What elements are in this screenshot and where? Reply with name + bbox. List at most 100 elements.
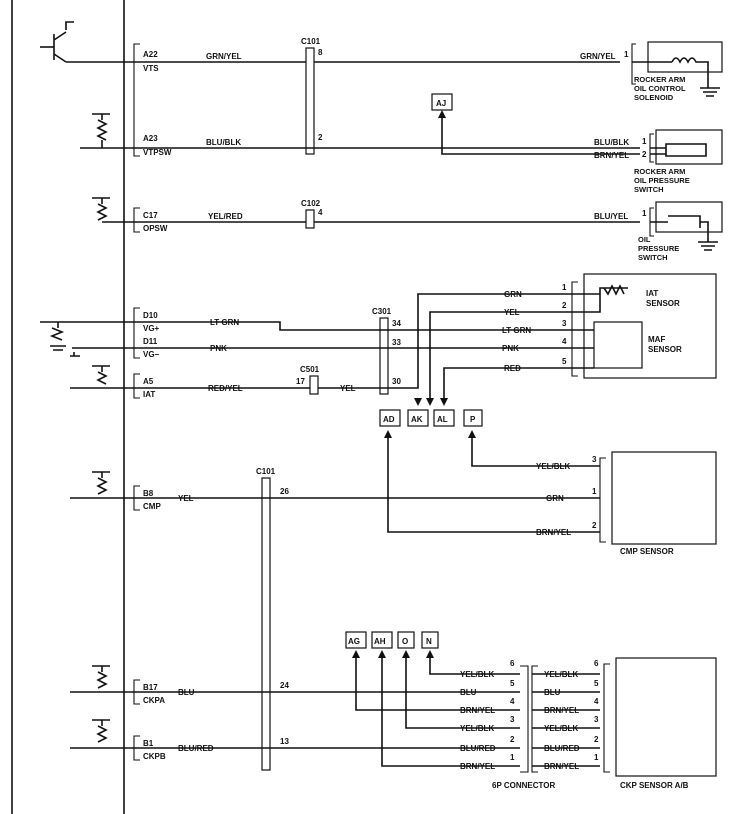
c501-connector	[309, 375, 319, 395]
svg-text:C501: C501	[300, 365, 320, 374]
svg-text:2: 2	[510, 735, 515, 744]
cmp-sensor	[611, 451, 717, 545]
ref-p	[463, 409, 483, 427]
pin-a5: A5	[143, 377, 154, 386]
svg-text:IAT: IAT	[646, 289, 658, 298]
pin-c17-name: OPSW	[143, 224, 168, 233]
ckp-circuit: BLU BLU/RED AG AH O N YEL/BLK BLU BRN/YE…	[140, 631, 717, 790]
pin-b8-name: CMP	[143, 502, 161, 511]
pin-b17: B17	[143, 683, 158, 692]
svg-text:BRN/YEL: BRN/YEL	[460, 762, 495, 771]
c101-bottom-connector	[261, 477, 271, 771]
svg-text:5: 5	[562, 357, 567, 366]
cmp-circuit: C101 26 24 13 YEL GRN BRN/YEL YEL/BLK 3 …	[140, 430, 717, 771]
pin-b8: B8	[143, 489, 154, 498]
svg-text:C101: C101	[256, 467, 276, 476]
svg-text:30: 30	[392, 377, 401, 386]
c101-top-label: C101	[301, 37, 321, 46]
svg-text:1: 1	[592, 487, 597, 496]
svg-text:ROCKER ARM: ROCKER ARM	[634, 75, 685, 84]
svg-text:2: 2	[594, 735, 599, 744]
ref-ag	[345, 631, 367, 649]
svg-text:OIL CONTROL: OIL CONTROL	[634, 84, 686, 93]
svg-text:CKP SENSOR A/B: CKP SENSOR A/B	[620, 781, 689, 790]
svg-text:2: 2	[318, 133, 323, 142]
svg-text:1: 1	[510, 753, 515, 762]
svg-text:SOLENOID: SOLENOID	[634, 93, 674, 102]
svg-text:GRN/YEL: GRN/YEL	[580, 52, 616, 61]
svg-text:YEL/BLK: YEL/BLK	[460, 724, 494, 733]
svg-text:AH: AH	[374, 637, 386, 646]
ref-ad	[379, 409, 401, 427]
rocker-arm-oil-pressure-switch	[655, 129, 723, 165]
svg-text:6: 6	[510, 659, 515, 668]
svg-text:BLU/RED: BLU/RED	[178, 744, 214, 753]
svg-text:RED/YEL: RED/YEL	[208, 384, 243, 393]
svg-text:4: 4	[562, 337, 567, 346]
pin-a22-name: VTS	[143, 64, 159, 73]
svg-text:BLU: BLU	[544, 688, 561, 697]
svg-text:33: 33	[392, 338, 401, 347]
pin-a23: A23	[143, 134, 158, 143]
ref-aj	[431, 93, 453, 111]
svg-text:RED: RED	[504, 364, 521, 373]
svg-text:AK: AK	[411, 415, 423, 424]
svg-text:MAF: MAF	[648, 335, 665, 344]
ref-ah	[371, 631, 393, 649]
svg-text:BLU/RED: BLU/RED	[544, 744, 580, 753]
svg-text:YEL: YEL	[178, 494, 194, 503]
svg-text:YEL/BLK: YEL/BLK	[536, 462, 570, 471]
svg-text:PNK: PNK	[502, 344, 519, 353]
svg-text:C102: C102	[301, 199, 321, 208]
svg-text:BLU: BLU	[178, 688, 195, 697]
svg-text:34: 34	[392, 319, 401, 328]
maf-sensor-element	[593, 321, 643, 369]
svg-text:BLU: BLU	[460, 688, 477, 697]
c301-connector	[379, 317, 389, 395]
pin-a22: A22	[143, 50, 158, 59]
ref-o	[397, 631, 415, 649]
pin-d10: D10	[143, 311, 158, 320]
ckp-sensor	[615, 657, 717, 777]
ecm-housing	[11, 0, 125, 814]
svg-text:BRN/YEL: BRN/YEL	[594, 151, 629, 160]
svg-text:1: 1	[642, 209, 647, 218]
pin-d11: D11	[143, 337, 158, 346]
svg-text:BRN/YEL: BRN/YEL	[544, 706, 579, 715]
svg-text:2: 2	[562, 301, 567, 310]
svg-text:GRN: GRN	[546, 494, 564, 503]
ecm-internal-circuits	[40, 21, 140, 749]
svg-text:C301: C301	[372, 307, 392, 316]
pin-b1-name: CKPB	[143, 752, 166, 761]
svg-text:24: 24	[280, 681, 289, 690]
pin-b1: B1	[143, 739, 154, 748]
svg-text:5: 5	[594, 679, 599, 688]
svg-text:BLU/YEL: BLU/YEL	[594, 212, 628, 221]
svg-text:2: 2	[592, 521, 597, 530]
c101-top-connector	[305, 47, 315, 155]
svg-text:N: N	[426, 637, 432, 646]
pin-d11-name: VG−	[143, 350, 160, 359]
svg-text:1: 1	[562, 283, 567, 292]
svg-text:LT GRN: LT GRN	[210, 318, 239, 327]
ecm-connector-brackets	[133, 43, 140, 761]
svg-text:PRESSURE: PRESSURE	[638, 244, 679, 253]
svg-text:3: 3	[594, 715, 599, 724]
svg-text:1: 1	[624, 50, 629, 59]
svg-text:YEL/BLK: YEL/BLK	[460, 670, 494, 679]
svg-text:3: 3	[562, 319, 567, 328]
svg-text:YEL/BLK: YEL/BLK	[544, 670, 578, 679]
svg-text:26: 26	[280, 487, 289, 496]
maf-iat-circuit: C301 34 33 30 LT GRN LT GRN PNK PNK C501…	[140, 273, 717, 427]
svg-text:OIL PRESSURE: OIL PRESSURE	[634, 176, 690, 185]
pin-a23-name: VTPSW	[143, 148, 172, 157]
svg-text:6: 6	[594, 659, 599, 668]
vtpsw-circuit: BLU/BLK 2 BLU/BLK BRN/YEL AJ 1 2 ROCKER …	[140, 93, 723, 194]
svg-text:GRN: GRN	[504, 290, 522, 299]
vts-circuit: C101 8 GRN/YEL GRN/YEL 1 ROCKER ARM OIL …	[140, 37, 723, 155]
svg-text:BLU/BLK: BLU/BLK	[594, 138, 629, 147]
rocker-arm-solenoid	[647, 41, 723, 73]
pin-d10-name: VG+	[143, 324, 160, 333]
svg-text:BRN/YEL: BRN/YEL	[460, 706, 495, 715]
